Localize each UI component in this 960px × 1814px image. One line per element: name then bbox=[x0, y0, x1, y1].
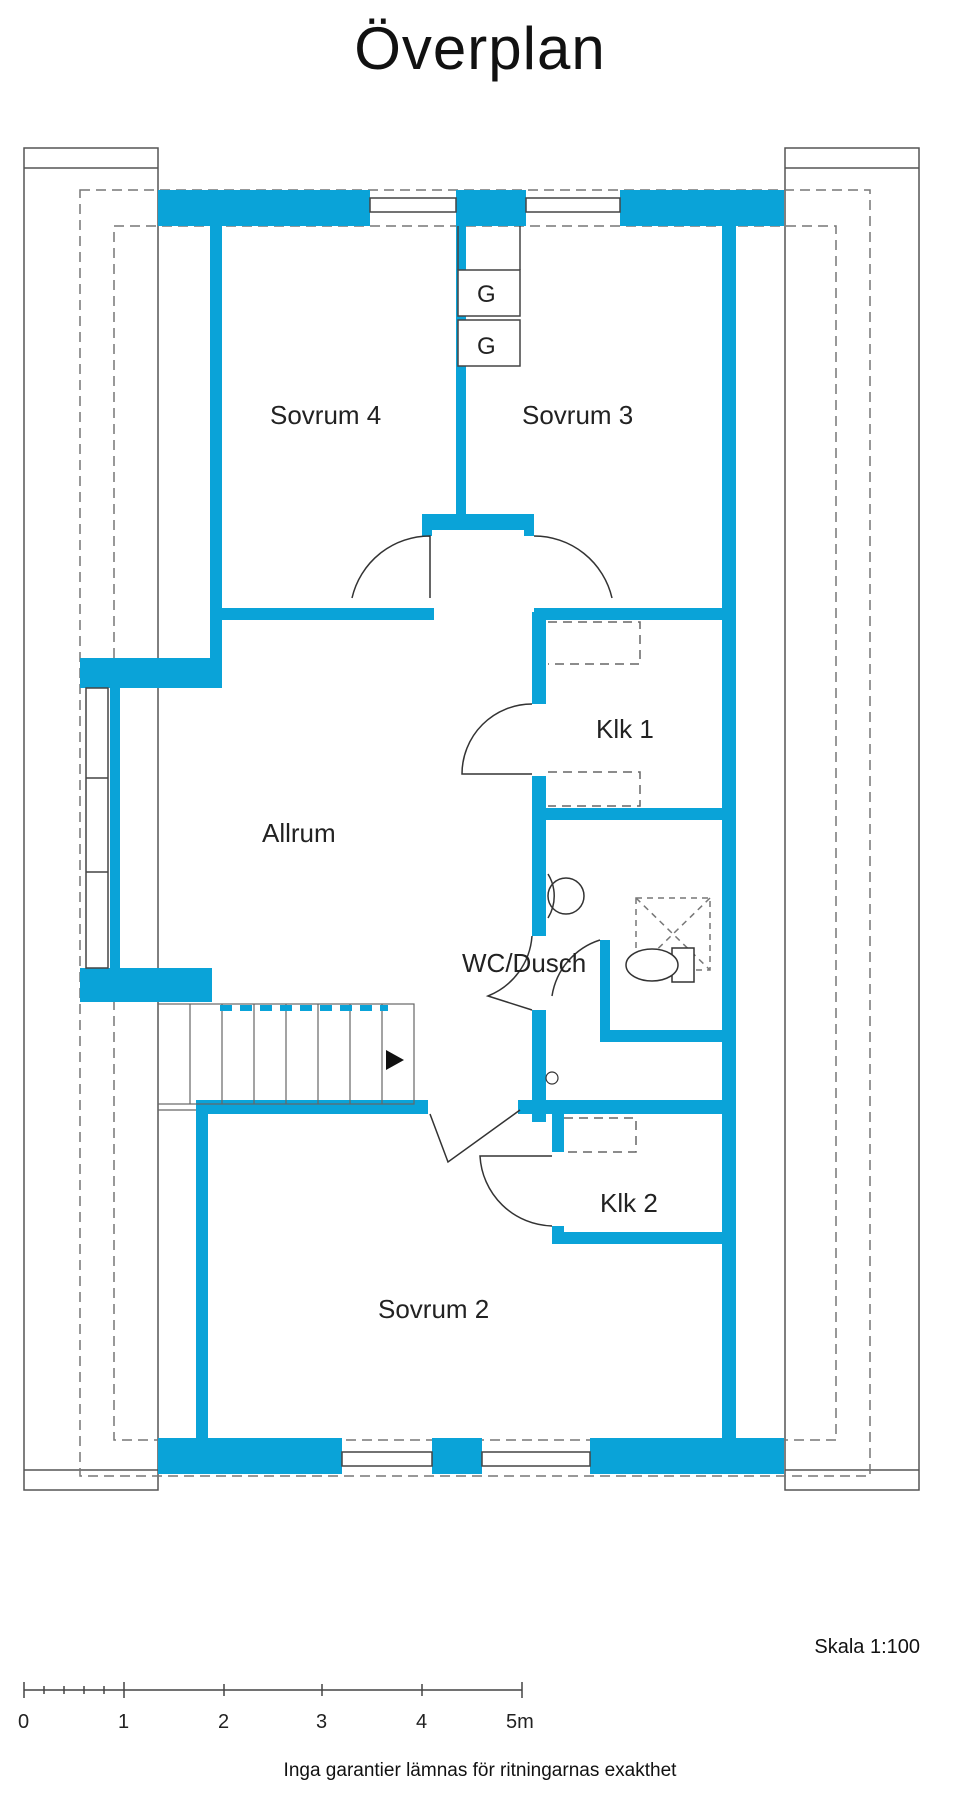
room-klk-1: Klk 1 bbox=[596, 714, 654, 744]
right-dormer bbox=[784, 147, 920, 1491]
scale-tick-2: 2 bbox=[218, 1711, 229, 1733]
door-sovrum4 bbox=[351, 535, 431, 599]
door-swings bbox=[351, 535, 613, 1227]
chimney-label-bottom: G bbox=[477, 333, 496, 360]
wall-bottom-mid bbox=[432, 1438, 482, 1474]
floor-drain bbox=[545, 1071, 559, 1085]
wall-wc-left bbox=[532, 816, 546, 936]
wall-top-left bbox=[158, 190, 370, 226]
room-allrum: Allrum bbox=[262, 818, 336, 848]
plan-title: Överplan bbox=[354, 15, 606, 82]
wall-allrum-bottom-ledge bbox=[80, 968, 212, 1002]
wall-sovrum2-top bbox=[196, 1100, 428, 1114]
door-sovrum3 bbox=[533, 535, 613, 599]
wall-sovrum4-left bbox=[210, 226, 222, 622]
wall-wc-bottom bbox=[518, 1100, 734, 1114]
door-wc bbox=[485, 935, 533, 1011]
room-sovrum-2: Sovrum 2 bbox=[378, 1294, 489, 1324]
room-sovrum-4: Sovrum 4 bbox=[270, 400, 381, 430]
room-sovrum-3: Sovrum 3 bbox=[522, 400, 633, 430]
chimney-box-bottom bbox=[457, 319, 521, 367]
chimney bbox=[457, 226, 521, 367]
chimney-box-top bbox=[457, 269, 521, 317]
sink bbox=[547, 873, 585, 919]
disclaimer: Inga garantier lämnas för ritningarnas e… bbox=[283, 1760, 677, 1781]
wall-sovrum2-left bbox=[196, 1112, 208, 1438]
window-left bbox=[85, 687, 109, 969]
wall-sovrum3-bottom bbox=[534, 608, 734, 620]
door-wc-2 bbox=[551, 939, 601, 997]
wall-wc-inner bbox=[600, 940, 610, 1042]
window-top-left bbox=[369, 197, 457, 213]
wall-top-mid bbox=[456, 190, 526, 226]
chimney-label-top: G bbox=[477, 281, 496, 308]
wall-klk2-bottom bbox=[552, 1232, 732, 1244]
left-dormer bbox=[23, 147, 159, 1491]
wall-klk1-bottom bbox=[532, 808, 732, 820]
roof-outline bbox=[23, 147, 920, 1491]
wall-allrum-left bbox=[110, 688, 120, 968]
wall-top-right bbox=[620, 190, 784, 226]
wall-right bbox=[722, 226, 736, 1438]
walls bbox=[80, 190, 784, 1474]
door-sovrum2 bbox=[429, 1109, 521, 1164]
window-top-right bbox=[525, 197, 621, 213]
scale-bar bbox=[23, 1682, 523, 1698]
scale-tick-0: 0 bbox=[18, 1711, 29, 1733]
wall-klk2-left bbox=[552, 1112, 564, 1152]
wall-klk1-left bbox=[532, 612, 546, 704]
door-klk1 bbox=[461, 703, 533, 775]
window-bottom-left bbox=[341, 1451, 433, 1467]
scale-tick-5m: 5m bbox=[506, 1711, 534, 1733]
window-bottom-right bbox=[481, 1451, 591, 1467]
door-klk2 bbox=[479, 1155, 553, 1227]
wall-hall-top bbox=[422, 514, 534, 530]
wall-allrum-top-ledge bbox=[80, 658, 222, 688]
stair-arrow-icon bbox=[386, 1050, 404, 1070]
room-klk-2: Klk 2 bbox=[600, 1188, 658, 1218]
scale-tick-3: 3 bbox=[316, 1711, 327, 1733]
room-wc-dusch: WC/Dusch bbox=[462, 948, 586, 978]
wall-bottom-right bbox=[590, 1438, 784, 1474]
scale-tick-4: 4 bbox=[416, 1711, 427, 1733]
windows bbox=[85, 197, 621, 1467]
staircase bbox=[157, 1003, 415, 1111]
scale-ratio: Skala 1:100 bbox=[814, 1636, 920, 1658]
wall-bottom-left bbox=[158, 1438, 342, 1474]
scale-tick-1: 1 bbox=[118, 1711, 129, 1733]
shower bbox=[635, 897, 711, 971]
wall-sovrum4-bottom bbox=[210, 608, 434, 620]
toilet bbox=[625, 947, 695, 983]
closet-shelves bbox=[548, 621, 641, 1153]
